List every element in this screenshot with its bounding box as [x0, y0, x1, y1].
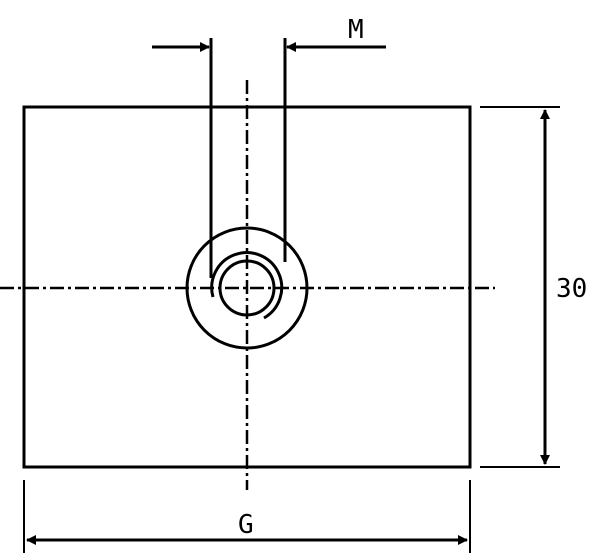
- thread-arc: [210, 251, 284, 320]
- inner-hole: [218, 259, 276, 317]
- label-g: G: [238, 510, 254, 540]
- label-30: 30: [556, 274, 587, 304]
- label-m: M: [348, 15, 364, 45]
- outer-circle: [185, 226, 309, 350]
